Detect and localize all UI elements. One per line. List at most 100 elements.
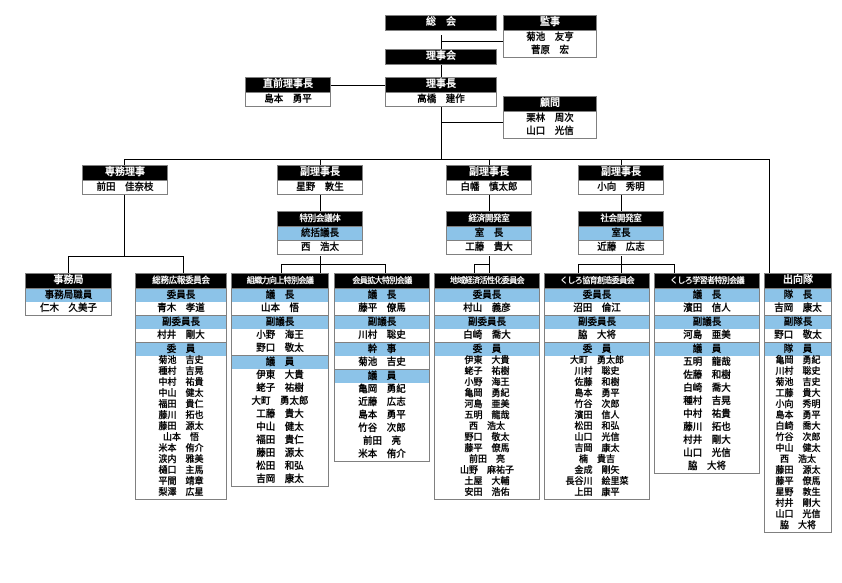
member-name: 竹谷 次郎	[545, 400, 649, 411]
node-keizai-kaihatsushitsu[interactable]: 経済開発室 室 長 工藤 貴大	[446, 211, 532, 255]
node-kanji[interactable]: 監事 菊池 友亨 菅原 宏	[503, 15, 597, 58]
node-fukuriji3-title: 副理事長	[579, 166, 663, 180]
line-exec-bus	[124, 159, 621, 160]
member-name: 涙内 雅美	[136, 455, 226, 466]
member-name: 近藤 広志	[335, 396, 429, 409]
member-name: 松田 和弘	[232, 460, 328, 473]
role-label: 議 長	[335, 288, 429, 302]
line-soumu-drop	[183, 256, 184, 273]
column-shukkoutai[interactable]: 出向隊隊 長吉岡 康太副隊長野口 敬太隊 員亀岡 勇紀川村 聡史菊池 吉史工藤 …	[764, 273, 832, 533]
line-drop-senmu	[124, 159, 125, 165]
member-name: 山本 悟	[232, 302, 328, 315]
member-name: 五明 龍哉	[655, 356, 759, 369]
line-tokubetsu-bus	[281, 264, 385, 265]
column-title-jimukyoku: 事務局	[26, 274, 111, 288]
member-name: 蛯子 祐樹	[435, 367, 539, 378]
member-name: 楠 貴吉	[545, 455, 649, 466]
line-to-kanji	[441, 41, 503, 42]
column-title-kaiin-kakudai: 会員拡大特別会議	[335, 274, 429, 288]
member-name: 種村 吉晃	[655, 395, 759, 408]
column-title-kushiro-kyouiku: くしろ協育創造委員会	[545, 274, 649, 288]
member-name: 小野 海王	[435, 378, 539, 389]
node-soukai[interactable]: 総 会	[385, 15, 497, 31]
member-name: 沼田 倫江	[545, 302, 649, 315]
member-name: 濱田 信人	[655, 302, 759, 315]
column-kaiin-kakudai[interactable]: 会員拡大特別会議議 長藤平 僚馬副議長川村 聡史幹 事菊池 吉史議 員亀岡 勇紀…	[334, 273, 430, 462]
member-name: 藤田 源太	[765, 466, 831, 477]
member-name: 西 浩太	[765, 455, 831, 466]
node-rijicho[interactable]: 理事長 高橋 建作	[385, 77, 497, 107]
node-rijicho-title: 理事長	[386, 78, 496, 92]
node-fukuriji-1[interactable]: 副理事長 星野 敦生	[277, 165, 363, 195]
member-name: 米本 侑介	[335, 448, 429, 461]
member-name: 長谷川 絵里菜	[545, 477, 649, 488]
line-rijikai-rijicho	[441, 63, 442, 77]
column-soumu-kouhou[interactable]: 総務広報委員会委員長青木 孝道副委員長村井 剛大委 員菊池 吉史種村 吉晃中村 …	[135, 273, 227, 500]
node-chokuzen-name-0: 島本 勇平	[246, 92, 330, 106]
member-name: 竹谷 次郎	[335, 422, 429, 435]
line-drop-fukuriji1	[320, 159, 321, 165]
column-soshikiryoku[interactable]: 組織力向上特別会議議 長山本 悟副議長小野 海王野口 敬太議 員伊東 大貴蛯子 …	[231, 273, 329, 487]
member-name: 山口 光信	[655, 447, 759, 460]
member-name: 仁木 久美子	[26, 302, 111, 315]
node-rijikai[interactable]: 理事会	[385, 49, 497, 65]
column-title-soshikiryoku: 組織力向上特別会議	[232, 274, 328, 288]
node-senmu-riji[interactable]: 専務理事 前田 佳奈枝	[82, 165, 168, 195]
role-label: 幹 事	[335, 342, 429, 356]
member-name: 藤田 源太	[232, 447, 328, 460]
member-name: 藤川 拓也	[655, 421, 759, 434]
member-name: 樋口 主馬	[136, 466, 226, 477]
column-title-chiiki-keizai: 地域経済活性化委員会	[435, 274, 539, 288]
member-name: 吉岡 康太	[232, 473, 328, 486]
member-name: 山口 光信	[765, 510, 831, 521]
line-shakai-left	[578, 264, 579, 273]
member-name: 松田 和弘	[545, 422, 649, 433]
column-jimukyoku[interactable]: 事務局事務局職員仁木 久美子	[25, 273, 112, 316]
member-name: 小向 秀明	[765, 400, 831, 411]
member-name: 伊東 大貴	[435, 356, 539, 367]
node-komon[interactable]: 顧問 栗林 周次 山口 光信	[503, 96, 597, 139]
column-kushiro-gakushu[interactable]: くしろ学習者特別会議議 長濱田 信人副議長河島 亜美議 員五明 龍哉佐藤 和樹白…	[654, 273, 760, 474]
node-tokubetsu-title: 特別会議体	[278, 212, 362, 226]
member-name: 福田 貴仁	[136, 400, 226, 411]
role-label: 議 長	[232, 288, 328, 302]
node-fukuriji-2[interactable]: 副理事長 白幡 慎太郎	[446, 165, 532, 195]
line-shakai-right	[674, 264, 675, 273]
role-label: 副議長	[655, 315, 759, 329]
node-tokubetsu-kaigitai[interactable]: 特別会議体 統括議長 西 浩太	[277, 211, 363, 255]
line-chokuzen-rijicho	[330, 85, 387, 86]
member-name: 濱田 信人	[545, 411, 649, 422]
member-name: 福田 貴仁	[232, 434, 328, 447]
node-komon-name-1: 山口 光信	[504, 125, 596, 138]
member-name: 工藤 貴大	[765, 389, 831, 400]
member-name: 島本 勇平	[335, 409, 429, 422]
member-name: 前田 亮	[435, 455, 539, 466]
role-label: 副議長	[232, 315, 328, 329]
member-name: 野口 敬太	[765, 329, 831, 342]
member-name: 脇 大将	[655, 460, 759, 473]
node-keizai-name: 工藤 貴大	[447, 240, 531, 254]
line-senmu-down	[124, 193, 125, 256]
role-label: 議 員	[335, 369, 429, 383]
node-tokubetsu-name: 西 浩太	[278, 240, 362, 254]
member-name: 吉岡 康太	[545, 444, 649, 455]
line-drop-fukuriji3	[621, 159, 622, 165]
column-kushiro-kyouiku[interactable]: くしろ協育創造委員会委員長沼田 倫江副委員長脇 大将委 員大町 勇太郎川村 聡史…	[544, 273, 650, 500]
member-name: 蛯子 祐樹	[232, 382, 328, 395]
role-label: 副委員長	[136, 315, 226, 329]
member-name: 平間 靖章	[136, 477, 226, 488]
node-fukuriji-3[interactable]: 副理事長 小向 秀明	[578, 165, 664, 195]
node-fukuriji1-name-0: 星野 敦生	[278, 180, 362, 194]
column-chiiki-keizai[interactable]: 地域経済活性化委員会委員長村山 義彦副委員長白崎 喬大委 員伊東 大貴蛯子 祐樹…	[434, 273, 540, 500]
member-name: 工藤 貴大	[232, 408, 328, 421]
node-shakai-kaihatsushitsu[interactable]: 社会開発室 室長 近藤 広志	[578, 211, 664, 255]
node-chokuzen-rijicho[interactable]: 直前理事長 島本 勇平	[245, 77, 331, 107]
member-name: 河島 亜美	[435, 400, 539, 411]
member-name: 脇 大将	[765, 521, 831, 532]
role-label: 議 員	[655, 342, 759, 356]
line-fukuriji1-tokubetsu	[320, 193, 321, 211]
member-name: 伊東 大貴	[232, 369, 328, 382]
member-name: 島本 勇平	[765, 411, 831, 422]
member-name: 野口 敬太	[435, 433, 539, 444]
member-name: 村井 剛大	[136, 329, 226, 342]
